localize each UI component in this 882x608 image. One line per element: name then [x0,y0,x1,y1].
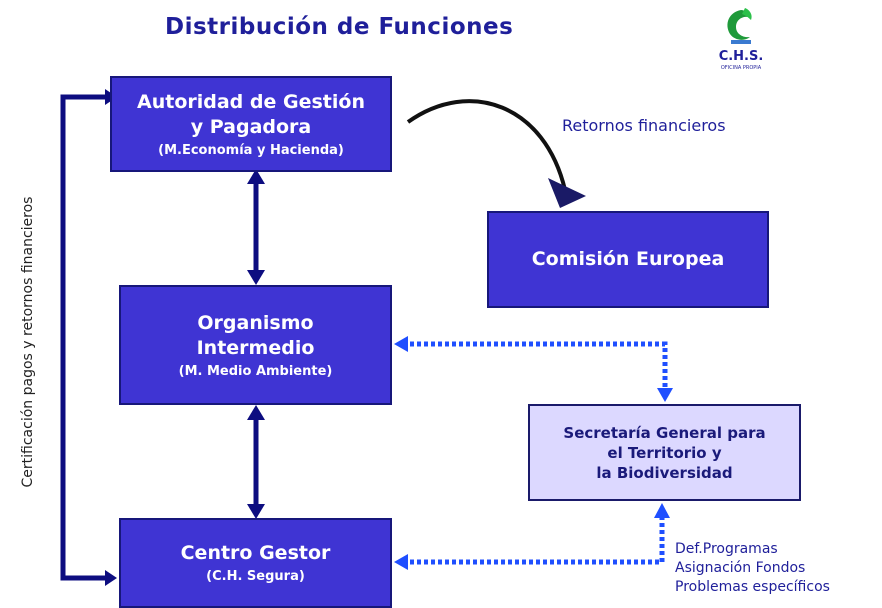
centro-title: Centro Gestor [180,542,331,564]
organismo-title: Organismo Intermedio [196,311,315,359]
comision-title: Comisión Europea [531,248,725,270]
certification-bracket [60,94,105,581]
logo-subtext: OFICINA PROPIA [720,65,762,71]
box-autoridad: Autoridad de Gestión y Pagadora (M.Econo… [110,76,392,172]
autoridad-subtitle: (M.Economía y Hacienda) [158,142,344,158]
upper-arrowhead-bottom [247,270,265,285]
organismo-subtitle: (M. Medio Ambiente) [178,363,333,379]
autoridad-title: Autoridad de Gestión y Pagadora [137,90,365,138]
lower-arrowhead-bottom [247,504,265,519]
centro-subtitle: (C.H. Segura) [206,569,305,584]
dotted-arrowhead-left [394,336,408,352]
lower-arrowhead-top [247,405,265,420]
dotted-arrowhead-up [654,503,670,518]
dotted-connector-lower [410,516,665,565]
returns-label: Retornos financieros [562,116,726,135]
secretaria-title: Secretaría General para el Territorio y … [563,423,766,482]
note-item: Problemas específicos [675,579,830,595]
bracket-arrowhead-bottom [105,570,117,586]
leaf-icon [727,8,752,44]
note-item: Asignación Fondos [675,560,806,576]
returns-curve [406,99,567,191]
box-secretaria: Secretaría General para el Territorio y … [528,404,801,501]
upper-arrowhead-top [247,169,265,184]
note-item: Def.Programas [675,541,778,557]
page-title: Distribución de Funciones [165,14,514,40]
dotted-arrowhead-down [657,388,673,402]
notes-list: Def.Programas Asignación Fondos Problema… [675,540,830,597]
dotted-arrowhead-left-lower [394,554,408,570]
chs-logo: C.H.S. OFICINA PROPIA [712,4,770,80]
dotted-connector-upper [410,341,668,390]
box-organismo: Organismo Intermedio (M. Medio Ambiente) [119,285,392,405]
returns-arrowhead [548,178,586,208]
logo-text: C.H.S. [718,49,764,64]
box-centro: Centro Gestor (C.H. Segura) [119,518,392,608]
box-comision: Comisión Europea [487,211,769,308]
